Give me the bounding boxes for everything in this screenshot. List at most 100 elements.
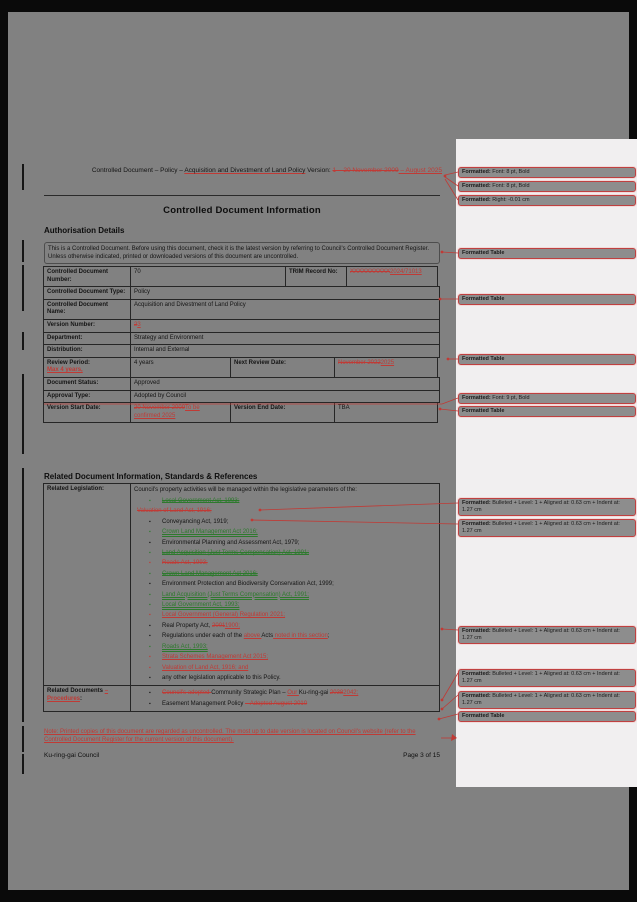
list-item: ▪ Conveyancing Act, 1919;: [134, 517, 436, 527]
change-bar: [22, 332, 24, 350]
formatted-callout[interactable]: Formatted: Bulleted + Level: 1 + Aligned…: [458, 498, 636, 516]
table-cell: Version Number:: [43, 318, 131, 333]
list-item: ▪Roads Act, 1993;: [134, 558, 436, 568]
callout-tag: Formatted Table: [462, 250, 505, 256]
bullet-icon: ▪: [149, 560, 151, 567]
formatted-callout[interactable]: Formatted: Font: 8 pt, Bold: [458, 167, 636, 178]
text-run: TBA: [338, 405, 350, 412]
authorisation-details-heading: Authorisation Details: [44, 226, 125, 235]
bullet-icon: ▪: [149, 654, 151, 661]
page-header: Controlled Document – Policy – Acquisiti…: [44, 166, 442, 175]
revision-ins-text: above: [243, 633, 262, 640]
revision-mins-text: Crown Land Management Act 2016;: [162, 529, 258, 536]
formatted-callout[interactable]: Formatted: Bulleted + Level: 1 + Aligned…: [458, 519, 636, 537]
change-bar: [22, 468, 24, 722]
text-run: Acts: [261, 633, 274, 640]
revision-mdel-text: Local Government Act, 1993;: [162, 498, 240, 504]
list-item: ▪Strata Schemes Management Act 2015;: [134, 652, 436, 662]
formatted-callout[interactable]: Formatted Table: [458, 354, 636, 365]
formatted-callout[interactable]: Formatted Table: [458, 294, 636, 305]
text-run: Conveyancing Act, 1919;: [162, 518, 229, 525]
formatted-callout[interactable]: Formatted Table: [458, 711, 636, 722]
formatted-callout[interactable]: Formatted Table: [458, 248, 636, 259]
table-cell: Council's property activities will be ma…: [130, 483, 440, 687]
bullet-icon: ▪: [149, 622, 151, 629]
change-bar: [22, 240, 24, 262]
table-cell: Internal and External: [130, 344, 440, 358]
table-cell: Distribution:: [43, 344, 131, 358]
legislation-intro: Council's property activities will be ma…: [134, 487, 357, 493]
related-documents-table: Related Legislation:Council's property a…: [43, 483, 440, 713]
callout-tag: Formatted Table: [462, 356, 505, 362]
table-cell: Policy: [130, 286, 440, 300]
table-cell: Acquisition and Divestment of Land Polic…: [130, 298, 440, 320]
text-run: Regulations under each of the: [162, 633, 244, 640]
formatted-callout[interactable]: Formatted: Right: -0.01 cm: [458, 195, 636, 206]
revision-ins-text: 3: [137, 321, 141, 328]
formatted-callout[interactable]: Formatted: Bulleted + Level: 1 + Aligned…: [458, 669, 636, 687]
bullet-icon: ▪: [149, 664, 151, 671]
bullet-icon: ▪: [149, 612, 151, 619]
text-run: Strategy and Environment: [134, 334, 204, 341]
revision-del-text: 2038: [329, 690, 344, 697]
revision-ins-text: Max 4 years,: [47, 367, 83, 374]
bullet-icon: ▪: [149, 700, 151, 707]
revision-del-text: – Adopted August 2010: [245, 700, 308, 707]
formatted-callout[interactable]: Formatted: Bulleted + Level: 1 + Aligned…: [458, 626, 636, 644]
change-bar: [22, 754, 24, 774]
header-rule: [44, 195, 440, 196]
text-run: Version:: [305, 167, 333, 174]
list-item: ▪Environment Protection and Biodiversity…: [134, 579, 436, 589]
list-item: ▪Local Government (General) Regulation 2…: [134, 610, 436, 620]
list-item: ▪ Regulations under each of the above Act…: [134, 631, 436, 641]
list-item: Valuation of Land Act, 1916;: [134, 506, 436, 516]
bullet-icon: ▪: [149, 498, 151, 504]
table-cell: XXXXXXXXXX2024/71013: [346, 266, 438, 288]
formatted-callout[interactable]: Formatted Table: [458, 406, 636, 417]
table-cell: Strategy and Environment: [130, 331, 440, 346]
table-cell: November 20222025: [334, 356, 438, 378]
revision-ins-text: – August 2025: [398, 167, 442, 174]
callout-tag: Formatted Table: [462, 713, 505, 719]
bullet-icon: ▪: [149, 518, 151, 525]
revision-del-text: Valuation of Land Act, 1916;: [137, 508, 212, 515]
page-title: Controlled Document Information: [163, 205, 321, 216]
list-item: ▪Real Property Act, 20011900;: [134, 621, 436, 631]
revision-del-text: 20 November 2009: [134, 405, 186, 412]
text-run: Environment Protection and Biodiversity …: [162, 581, 334, 588]
callout-tag: Formatted:: [462, 395, 491, 401]
bullet-icon: ▪: [149, 633, 151, 640]
change-bar: [22, 374, 24, 454]
revision-del-text: 2001: [212, 622, 225, 629]
list-item: ▪Easement Management Policy – Adopted Au…: [134, 699, 436, 709]
bullet-icon: ▪: [149, 602, 151, 609]
document-page: Controlled Document – Policy – Acquisiti…: [8, 12, 637, 890]
formatted-callout[interactable]: Formatted: Font: 8 pt, Bold: [458, 181, 636, 192]
revision-ins-text: 2024/71013: [390, 269, 422, 275]
callout-tag: Formatted:: [462, 693, 491, 699]
bullet-icon: ▪: [149, 550, 151, 557]
table-row: Related Legislation:Council's property a…: [43, 483, 440, 687]
text-run: Environmental Planning and Assessment Ac…: [162, 539, 300, 546]
change-bar: [22, 726, 24, 752]
table-cell: Document Status:: [43, 376, 131, 391]
callout-tag: Formatted:: [462, 183, 491, 189]
formatted-callout[interactable]: Formatted: Font: 9 pt, Bold: [458, 393, 636, 404]
bullet-icon: ▪: [149, 674, 151, 681]
table-cell: Related Legislation:: [43, 483, 131, 687]
table-cell: Adopted by Council: [130, 389, 440, 404]
formatted-callout[interactable]: Formatted: Bulleted + Level: 1 + Aligned…: [458, 691, 636, 709]
table-cell: 4 years: [130, 356, 231, 378]
page-footer: Ku-ring-gai Council Page 3 of 15: [44, 752, 440, 759]
text-run: Approved: [134, 379, 160, 386]
text-run: Adopted by Council: [134, 392, 187, 399]
callout-tag: Formatted:: [462, 197, 491, 203]
table-cell: 70: [130, 266, 286, 288]
table-cell: Department:: [43, 331, 131, 346]
text-run: Acquisition and Divestment of Land Polic…: [134, 301, 246, 308]
callout-tag: Formatted:: [462, 169, 491, 175]
revision-del-text: XXXXXXXXXX: [350, 269, 391, 275]
inserted-footnote: Note: Printed copies of this document ar…: [44, 728, 444, 744]
list-item: ▪Land Acquisition (Just Terms Compensati…: [134, 548, 436, 558]
